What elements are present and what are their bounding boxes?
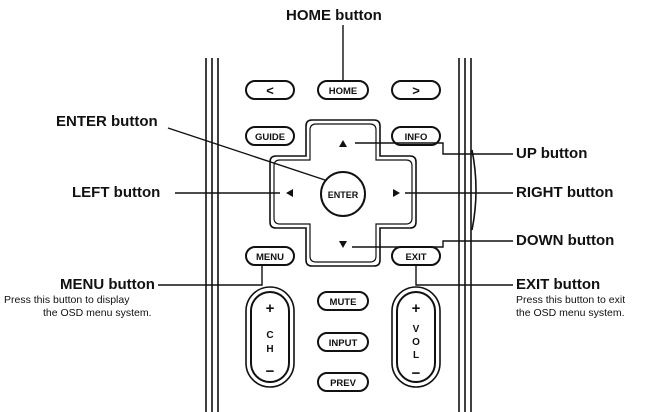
mute-button-label: MUTE (330, 297, 357, 308)
left-callout: LEFT button (72, 184, 161, 201)
menu-description-line-2: the OSD menu system. (43, 307, 152, 319)
down-leader (352, 240, 513, 248)
info-button-label: INFO (405, 132, 428, 143)
guide-button[interactable]: GUIDE (245, 126, 295, 146)
mute-button[interactable]: MUTE (317, 291, 369, 311)
exit-leader (415, 265, 513, 286)
home-callout: HOME button (286, 7, 382, 24)
d-pad (269, 119, 417, 267)
right-callout: RIGHT button (516, 184, 614, 201)
back-button-label: < (266, 83, 274, 98)
guide-button-label: GUIDE (255, 132, 285, 143)
up-callout: UP button (516, 145, 588, 162)
exit-button-label: EXIT (405, 252, 426, 263)
channel-letter-h: H (266, 344, 273, 355)
info-button[interactable]: INFO (391, 126, 441, 146)
exit-description-line-2: the OSD menu system. (516, 307, 625, 319)
home-button-label: HOME (329, 86, 358, 97)
exit-description-line-1: Press this button to exit (516, 294, 626, 306)
menu-callout: MENU button (60, 276, 155, 293)
prev-button[interactable]: PREV (317, 372, 369, 392)
enter-button-label: ENTER (328, 190, 359, 200)
volume-down-icon: − (412, 365, 421, 382)
channel-rocker[interactable]: + C H − (245, 286, 295, 388)
enter-leader (167, 127, 326, 181)
up-leader (355, 142, 513, 155)
prev-button-label: PREV (330, 378, 357, 389)
triangle-up-icon[interactable] (339, 140, 347, 147)
menu-leader (158, 265, 263, 286)
channel-down-icon: − (266, 363, 275, 380)
volume-letter-o: O (412, 337, 420, 348)
forward-button[interactable]: > (391, 80, 441, 100)
exit-callout: EXIT button (516, 276, 601, 293)
triangle-down-icon[interactable] (339, 241, 347, 248)
down-callout: DOWN button (516, 232, 615, 249)
input-button[interactable]: INPUT (317, 332, 369, 352)
triangle-right-icon[interactable] (393, 189, 400, 197)
menu-description-line-1: Press this button to display (4, 294, 130, 306)
back-button[interactable]: < (245, 80, 295, 100)
input-button-label: INPUT (329, 338, 358, 349)
enter-button[interactable]: ENTER (320, 171, 366, 217)
enter-callout: ENTER button (56, 113, 158, 130)
volume-up-icon: + (412, 300, 421, 317)
channel-up-icon: + (266, 300, 275, 317)
menu-button-label: MENU (256, 252, 284, 263)
home-button[interactable]: HOME (317, 80, 369, 100)
channel-letter-c: C (266, 330, 273, 341)
remote-body (205, 58, 477, 412)
volume-letter-l: L (413, 350, 419, 361)
leader-lines (158, 25, 513, 286)
volume-rocker[interactable]: + V O L − (391, 286, 441, 388)
volume-letter-v: V (413, 324, 420, 335)
forward-button-label: > (412, 83, 420, 98)
exit-button[interactable]: EXIT (391, 246, 441, 266)
triangle-left-icon[interactable] (286, 189, 293, 197)
menu-button[interactable]: MENU (245, 246, 295, 266)
